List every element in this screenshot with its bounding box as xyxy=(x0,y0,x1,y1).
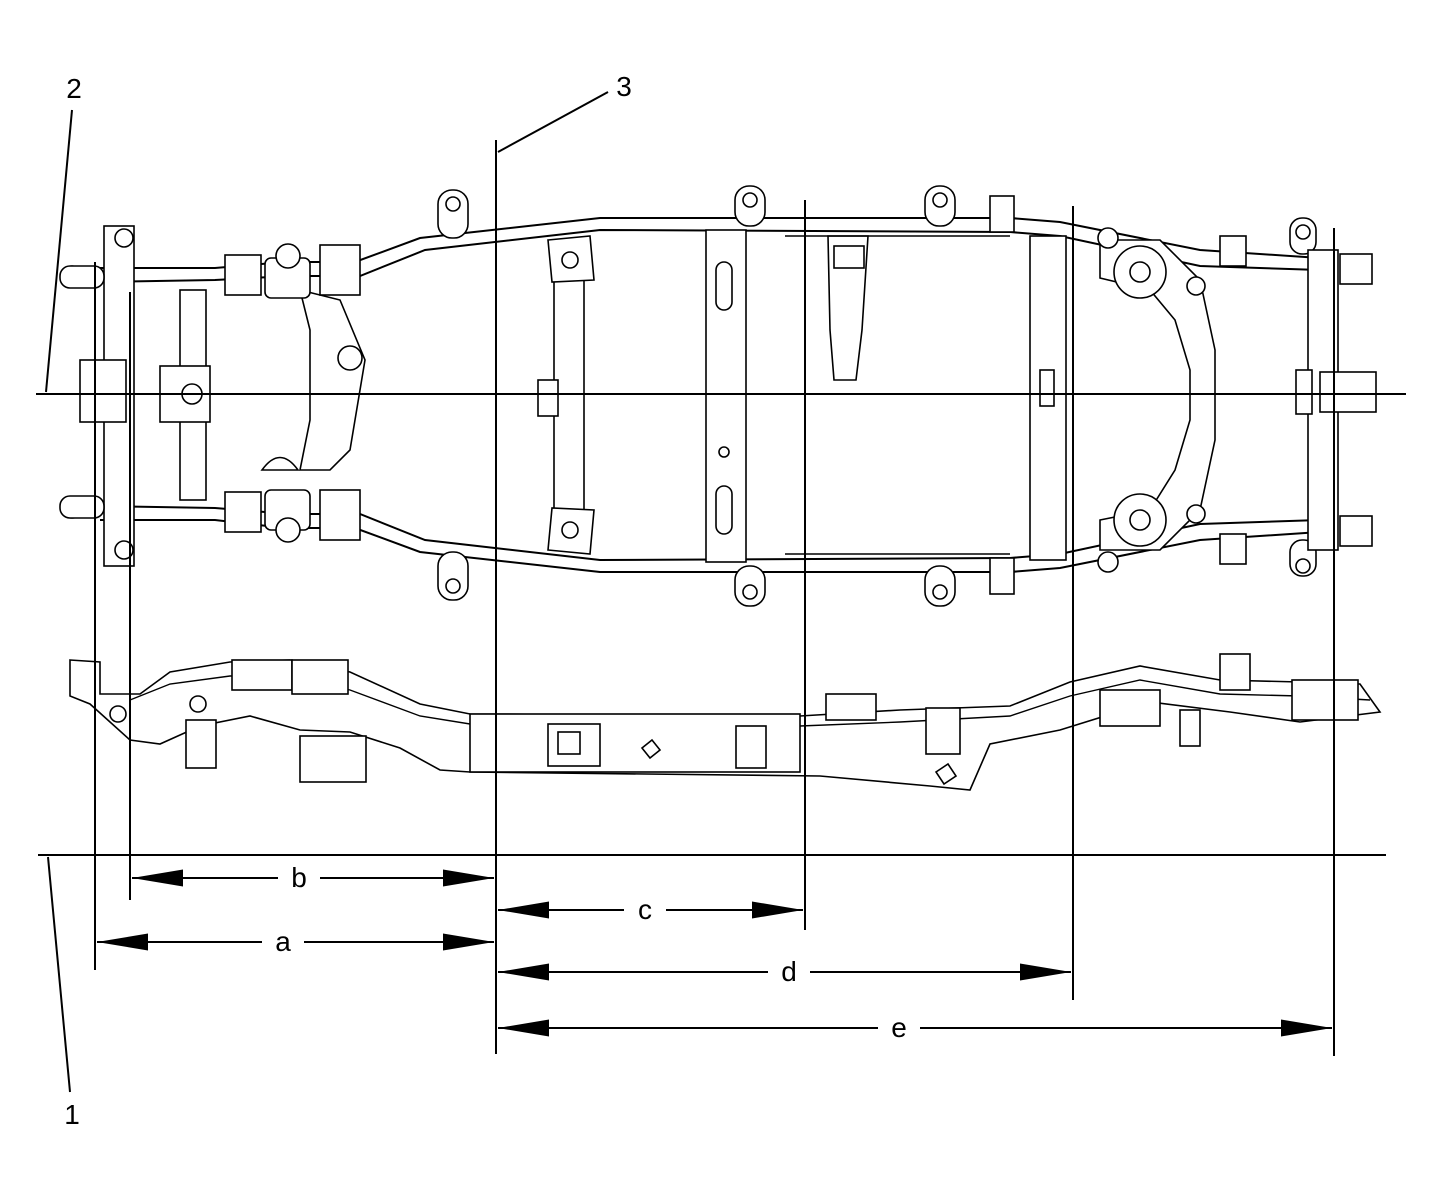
callout-2: 2 xyxy=(66,73,82,104)
dimensions: b c a d e xyxy=(97,862,1332,1043)
dim-a-label: a xyxy=(275,926,291,957)
frame-top-view xyxy=(59,185,1377,607)
callout-3: 3 xyxy=(616,71,632,102)
reference-lines xyxy=(36,140,1406,1056)
dim-c-label: c xyxy=(638,894,652,925)
leader-2 xyxy=(45,109,73,393)
leader-1 xyxy=(47,856,71,1093)
callout-1: 1 xyxy=(64,1099,80,1130)
dim-b-label: b xyxy=(291,862,307,893)
dim-d-label: d xyxy=(781,956,797,987)
callouts: 2 1 3 xyxy=(45,71,632,1130)
dim-e-label: e xyxy=(891,1012,907,1043)
frame-side-view xyxy=(69,653,1382,791)
leader-3 xyxy=(497,91,609,153)
